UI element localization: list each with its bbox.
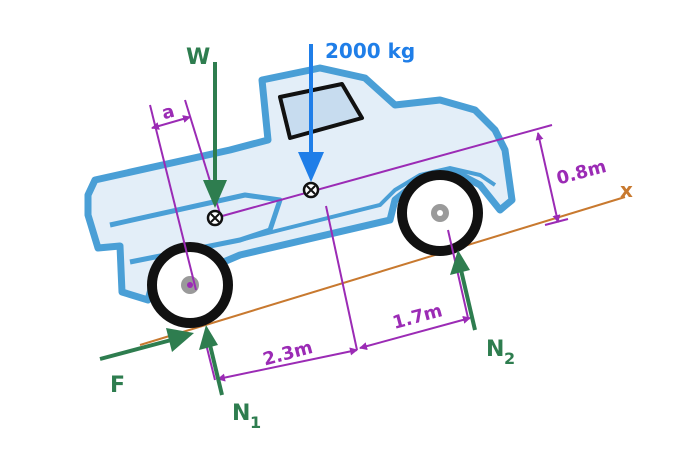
weight-label: W (186, 45, 210, 70)
dimension-lines (149, 99, 569, 382)
truck-window (278, 82, 364, 140)
height-dimension-label: 0.8m (554, 156, 608, 189)
mass-label: 2000 kg (325, 39, 415, 63)
svg-text:N: N (232, 401, 250, 426)
svg-text:2: 2 (504, 349, 515, 368)
friction-force-arrow (99, 328, 194, 361)
distance-1-7m-label: 1.7m (390, 300, 444, 333)
a-dimension-label: a (160, 101, 177, 124)
svg-text:1: 1 (250, 413, 261, 432)
weight-force-arrow (203, 62, 227, 208)
mass-force-arrow (298, 44, 324, 182)
truck-bed-line (109, 192, 283, 265)
normal-force-2-label: N 2 (486, 337, 515, 368)
force-f-label: F (110, 373, 125, 398)
rear-wheel (147, 242, 233, 328)
normal-force-1-arrow (199, 325, 224, 396)
x-axis-label: x (620, 178, 633, 202)
front-wheel (397, 170, 483, 256)
weight-point-marker (206, 209, 224, 227)
normal-force-2-arrow (450, 250, 477, 331)
svg-text:N: N (486, 337, 504, 362)
mass-point-marker (302, 181, 320, 199)
normal-force-1-label: N 1 (232, 401, 261, 432)
distance-2-3m-label: 2.3m (261, 337, 315, 370)
